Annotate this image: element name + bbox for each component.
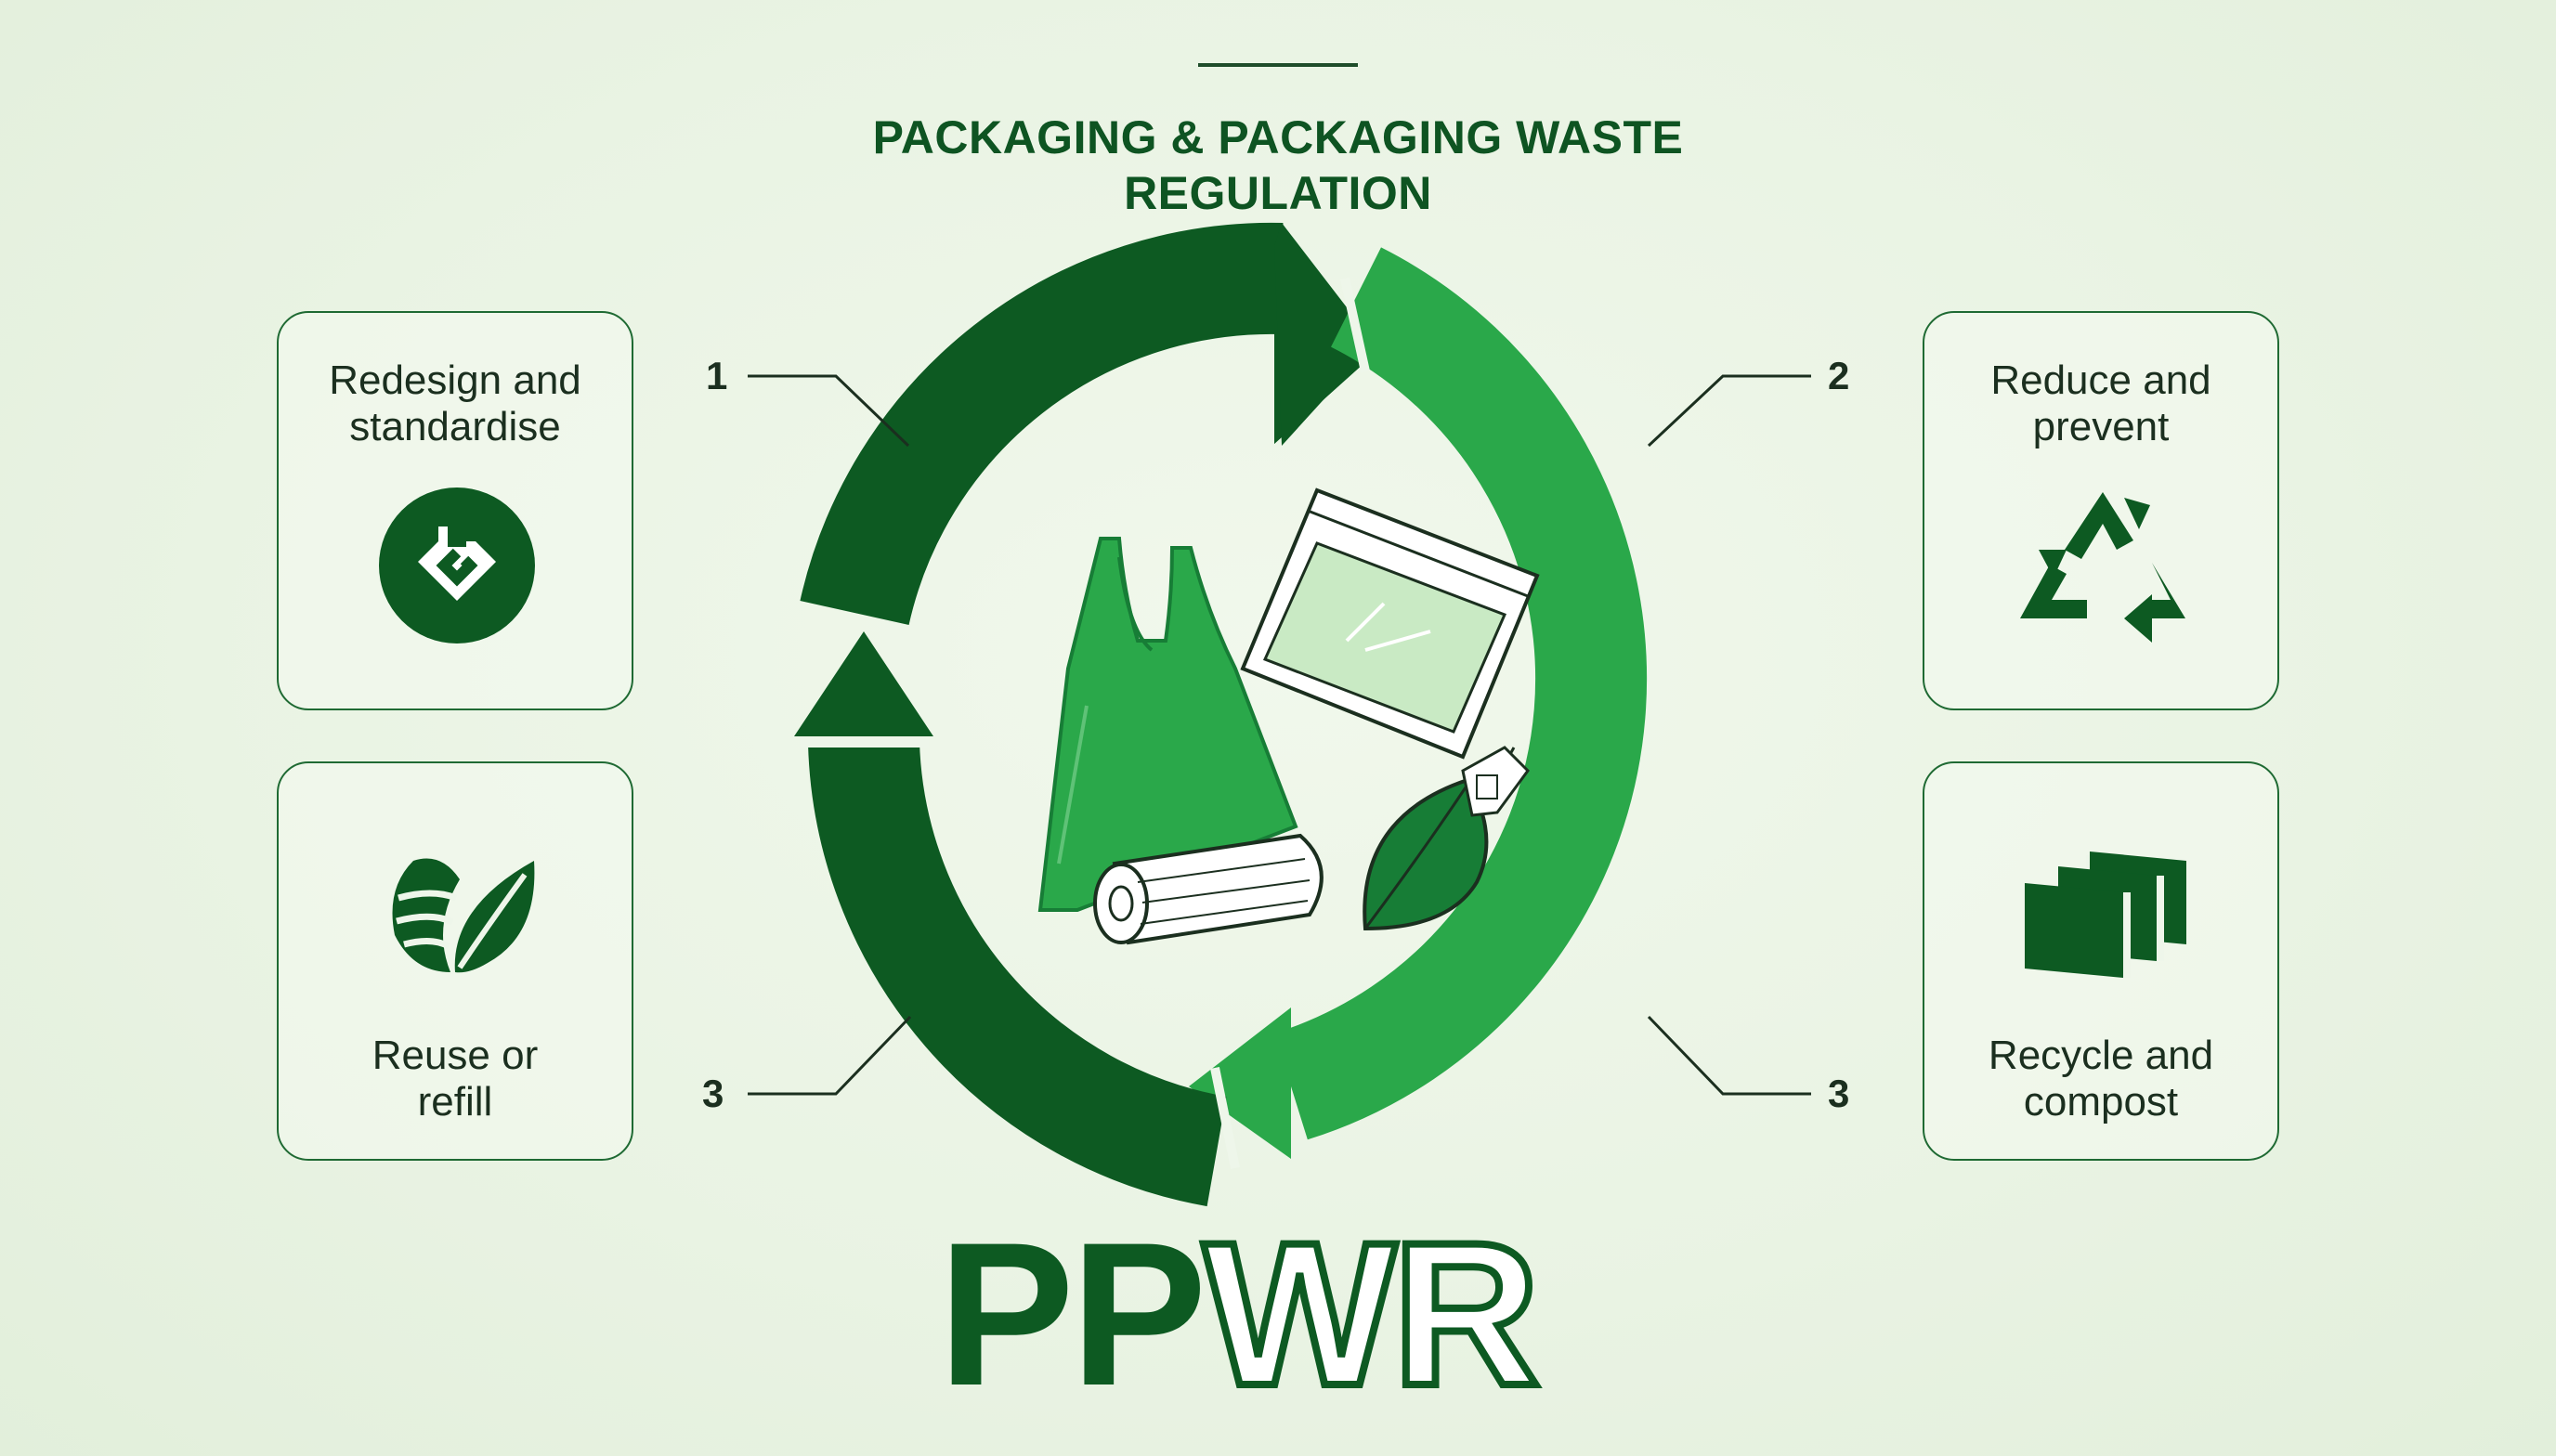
card-reuse: Reuse or refill [277, 761, 633, 1161]
card-reduce: Reduce and prevent [1923, 311, 2279, 710]
step-number-3-left: 3 [702, 1072, 724, 1115]
ppwr-logo: PPWR [938, 1203, 1644, 1424]
card-redesign-label: Redesign and standardise [329, 358, 581, 449]
card-redesign: Redesign and standardise [277, 311, 633, 710]
cycle-arc-right [1274, 247, 1648, 1140]
connector-3-left [748, 1015, 912, 1096]
step-number-1: 1 [706, 354, 728, 397]
ppwr-logo-pp: PP [938, 1200, 1206, 1428]
cycle-arc-top-left [800, 222, 1284, 626]
plastic-roll-icon [1093, 833, 1324, 945]
top-rule [1198, 63, 1358, 67]
cycle-arc-bottom-left [808, 740, 1227, 1207]
leaf-icon [376, 833, 543, 982]
connector-3-right [1647, 1015, 1811, 1096]
card-recycle-label: Recycle and compost [1988, 1033, 2214, 1124]
connector-1 [748, 374, 910, 448]
recycle-icon [2013, 485, 2193, 652]
leaf-tag-icon [1363, 746, 1530, 931]
cycle-arrowhead-bottom [1189, 1008, 1291, 1159]
page-title: PACKAGING & PACKAGING WASTE REGULATION [872, 111, 1684, 219]
step-number-3-right: 3 [1828, 1072, 1850, 1115]
stacked-sheets-icon [2017, 842, 2194, 991]
connector-2 [1647, 374, 1811, 448]
step-number-2: 2 [1828, 354, 1850, 397]
circular-box-icon [379, 488, 535, 644]
card-reduce-label: Reduce and prevent [1990, 358, 2211, 449]
plastic-bag-icon [1037, 537, 1298, 912]
cycle-arrowhead-left [794, 631, 933, 736]
card-reuse-label: Reuse or refill [372, 1033, 539, 1124]
card-recycle: Recycle and compost [1923, 761, 2279, 1161]
ziplock-bag-icon [1240, 488, 1540, 760]
ppwr-logo-wr: WR [1199, 1200, 1544, 1428]
